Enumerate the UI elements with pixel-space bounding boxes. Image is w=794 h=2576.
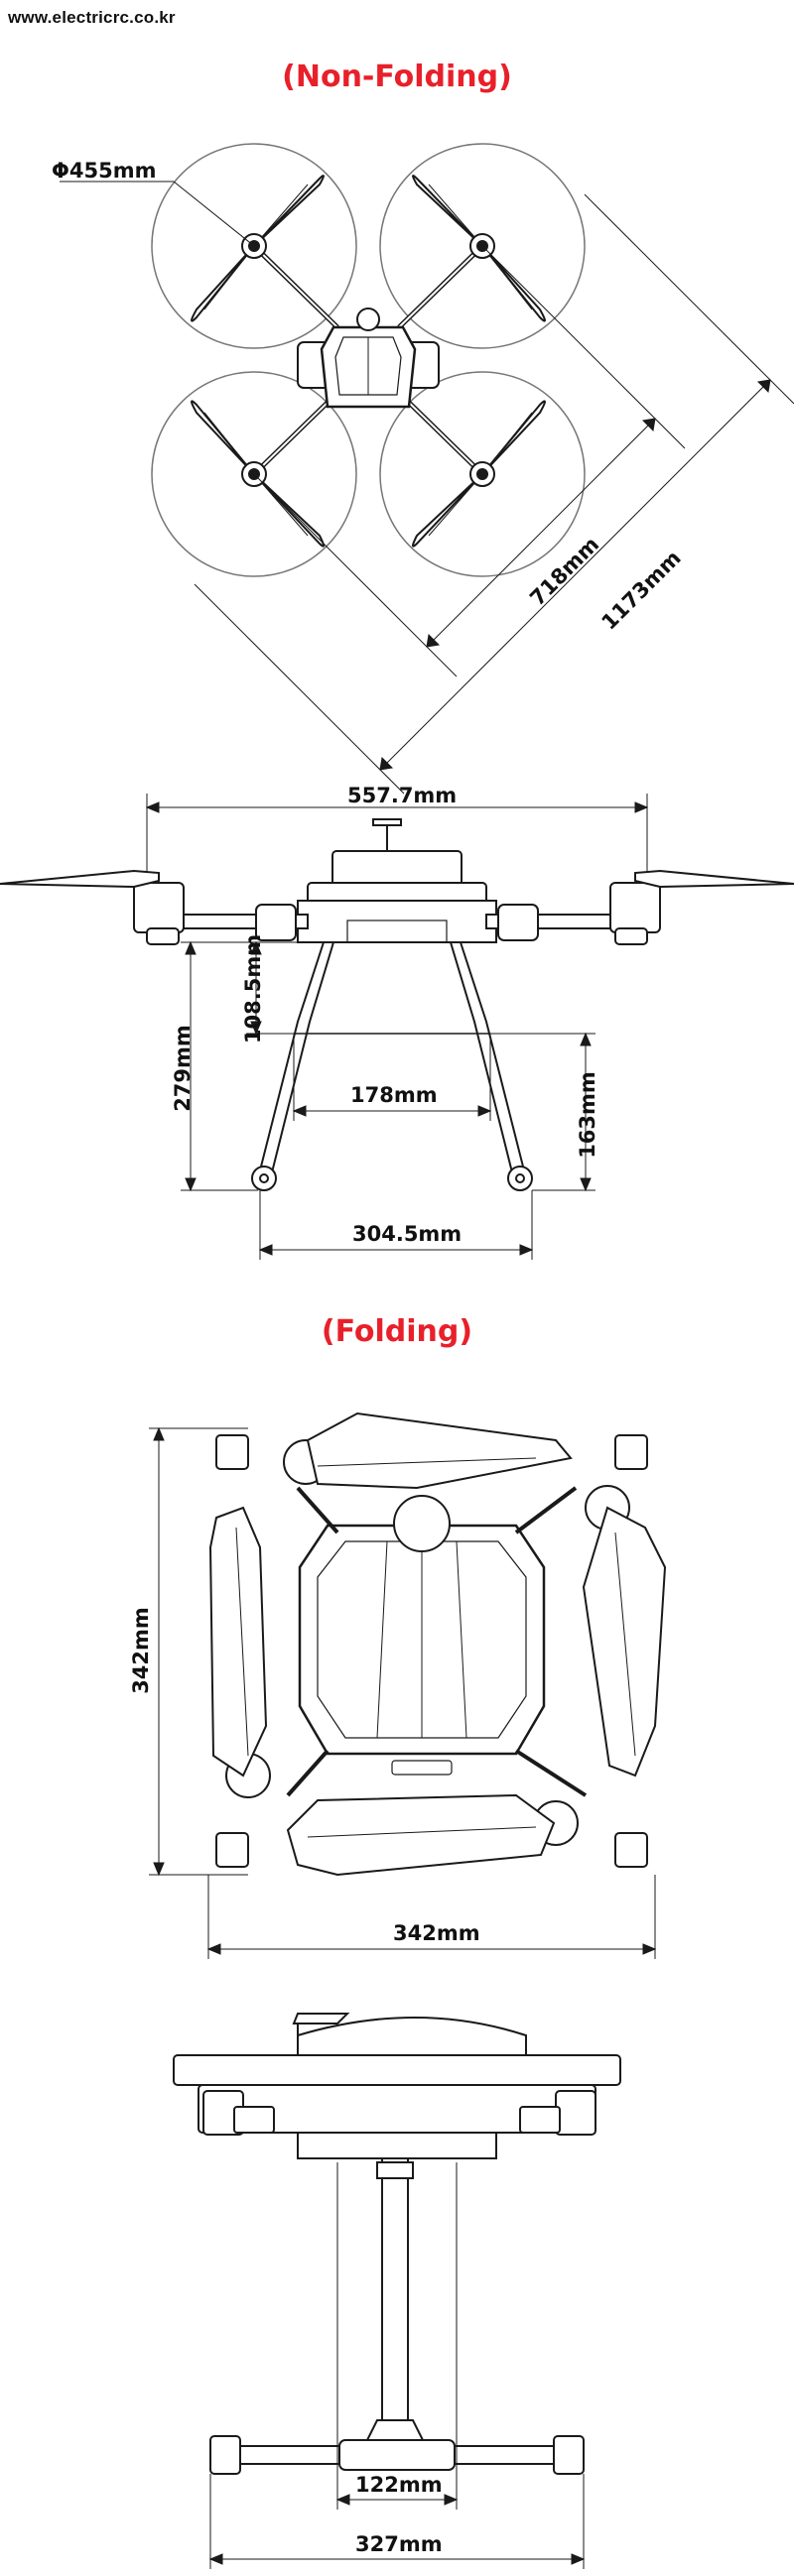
dim-557-line (145, 794, 649, 873)
folded-side-mast (361, 2157, 429, 2449)
label-skid-width: 327mm (355, 2532, 443, 2556)
blade-tl (191, 175, 325, 322)
dim-122-line (335, 2162, 459, 2510)
arm-br (397, 391, 484, 476)
dim-304-line (258, 1190, 534, 1260)
side-view-blade-right (634, 869, 794, 889)
blade-tr (412, 175, 546, 322)
leader-prop-diameter (60, 181, 255, 247)
label-mount-inner: 122mm (355, 2473, 443, 2497)
side-view-arm-right (485, 882, 661, 945)
folded-arms (286, 1486, 588, 1797)
arm-tl (252, 244, 339, 329)
folded-body-top (298, 1495, 546, 1776)
dim-163-line (490, 1032, 596, 1192)
dim-279-line (181, 940, 308, 1192)
propeller-circle-tr (379, 143, 586, 349)
propeller-circle-tl (151, 143, 357, 349)
label-gear-height: 163mm (575, 1071, 599, 1159)
label-prop-diameter: Φ455mm (52, 159, 157, 183)
dim-718-line (253, 245, 686, 677)
title-non-folding: (Non-Folding) (282, 60, 512, 94)
label-body-height: 108.5mm (241, 933, 266, 1044)
side-view-blade-left (0, 869, 160, 889)
folded-side-skid (209, 2435, 585, 2475)
folded-blades (208, 1411, 667, 1877)
dim-1173-line (194, 193, 794, 795)
dim-342-width-line (206, 1875, 657, 1959)
label-gear-outer: 304.5mm (352, 1222, 463, 1246)
side-view-landing-gear (251, 941, 533, 1191)
label-folded-depth: 342mm (128, 1607, 153, 1694)
label-gear-inner: 178mm (350, 1083, 438, 1107)
folded-side-body (173, 2013, 621, 2159)
center-body-top (297, 307, 440, 409)
dim-178-line (292, 1034, 492, 1121)
motor-br (469, 461, 495, 487)
side-view-body (297, 818, 497, 943)
blade-br (412, 400, 546, 548)
dim-342-depth-line (149, 1426, 248, 1877)
arm-bl (252, 391, 339, 476)
arm-tr (397, 244, 484, 329)
side-view-arm-left (133, 882, 309, 945)
title-folding: (Folding) (321, 1314, 473, 1349)
label-width-arms: 557.7mm (347, 784, 458, 807)
label-total-height: 279mm (170, 1025, 195, 1112)
watermark: www.electricrc.co.kr (8, 8, 176, 27)
label-folded-width: 342mm (393, 1921, 480, 1945)
propeller-circle-br (379, 371, 586, 577)
dim-327-line (208, 2474, 586, 2569)
propeller-circle-bl (151, 371, 357, 577)
